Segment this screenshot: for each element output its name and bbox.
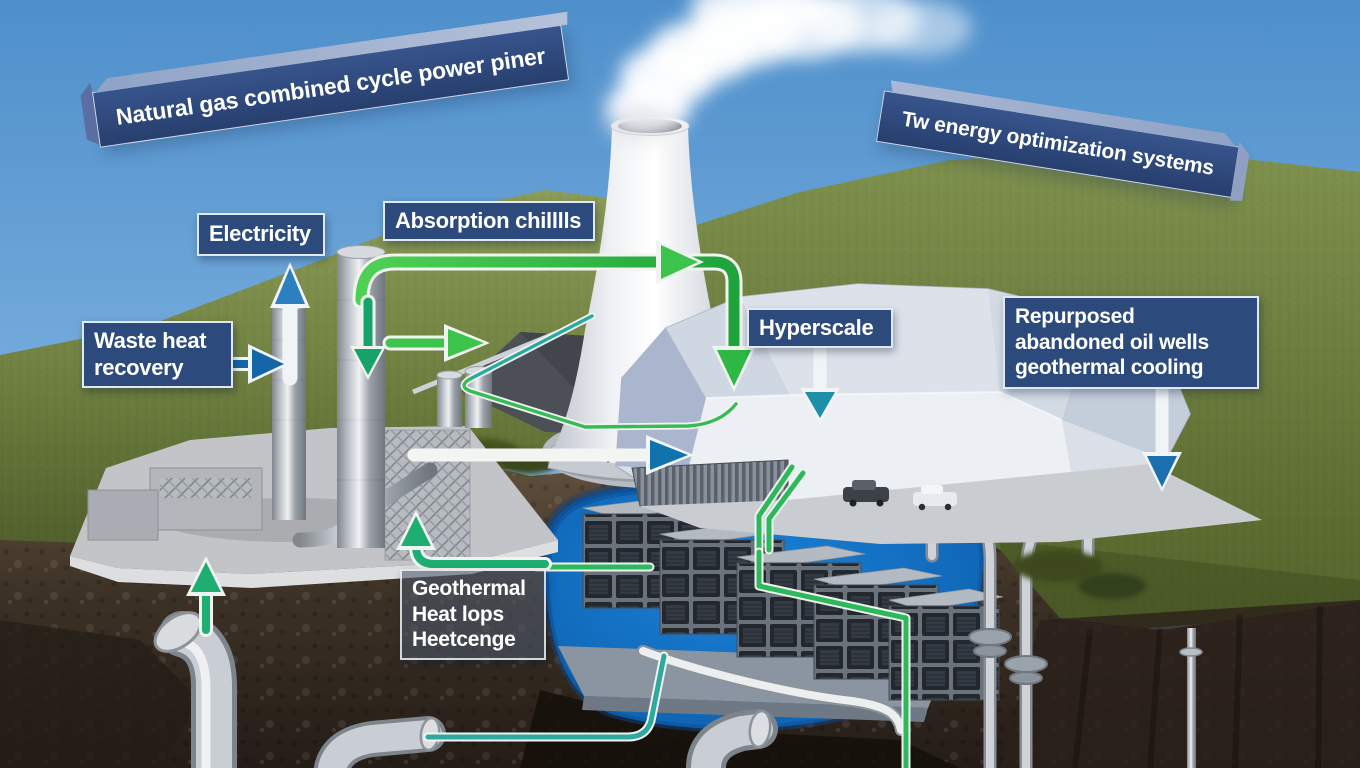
geothermal-up-arrow-right [396,510,552,571]
waste-heat-right-arrow [225,344,290,384]
absorption-loop-arrow [352,240,756,392]
label-waste-heat-recovery: Waste heat recovery [82,321,233,388]
hyperscale-down-arrow [800,343,840,424]
chilled-water-right-arrow [382,324,490,362]
label-geothermal-heat-loops: Geothermal Heat lops Heetcenge [400,569,546,660]
plant-to-datacenter-arrow [407,435,694,475]
label-absorption-chillers: Absorption chilllls [383,201,595,241]
label-hyperscale: Hyperscale [747,308,893,348]
flow-arrows [186,240,1182,637]
geothermal-supply-pipes [153,611,778,768]
white-coolant-pipe [637,645,907,736]
electricity-up-arrow [270,262,310,386]
underground-loop-lines [423,462,911,768]
geothermal-up-arrow-left [186,556,226,637]
oil-wells-down-arrow [1142,385,1182,492]
chilled-water-thin-loop [460,312,740,431]
label-repurposed-oil-wells: Repurposed abandoned oil wells geotherma… [1003,296,1259,389]
steam-plume [606,0,972,140]
label-electricity: Electricity [197,213,325,256]
column-return-down-arrow [350,294,386,380]
parked-cars [843,480,957,511]
